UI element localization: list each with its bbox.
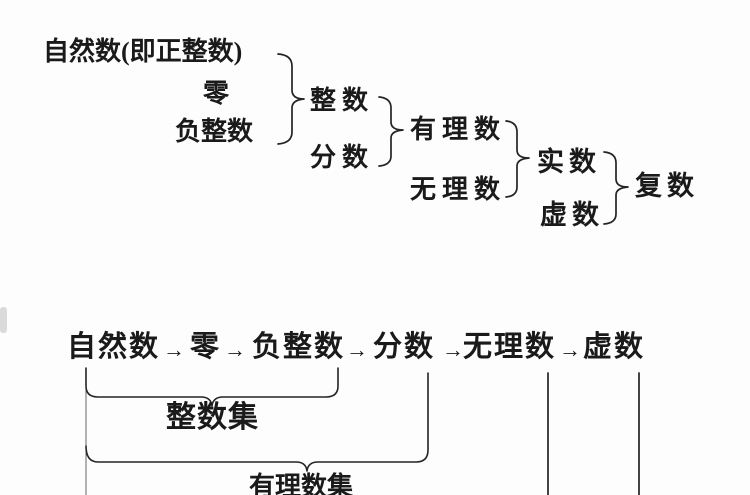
label-rational-set: 有理数集 <box>249 472 354 495</box>
label-fractions: 分数 <box>310 143 375 172</box>
chain-item-negative-integers: 负整数 <box>252 331 346 363</box>
label-natural-numbers: 自然数(即正整数) <box>43 37 243 66</box>
chain-item-irrational: 无理数 <box>463 331 557 363</box>
underbrace-rational-set-icon <box>85 372 429 472</box>
label-negative-integers: 负整数 <box>175 117 254 146</box>
underbrace-integer-set-icon <box>85 367 339 407</box>
brace-rational-icon <box>378 96 404 167</box>
label-complex-numbers: 复数 <box>635 171 699 201</box>
chain-item-zero: 零 <box>190 331 222 363</box>
brace-integers-icon <box>277 53 305 145</box>
label-irrational-numbers: 无理数 <box>410 175 507 204</box>
brace-complex-icon <box>603 151 629 225</box>
chain-item-fractions: 分数 <box>373 331 436 363</box>
brace-real-icon <box>505 120 530 198</box>
chain-arrow-icon: → <box>224 337 246 362</box>
chain-arrow-icon: → <box>346 337 368 362</box>
label-real-numbers: 实数 <box>537 147 601 177</box>
chain-arrow-icon: → <box>163 337 185 362</box>
chain-item-imaginary: 虚数 <box>583 331 646 363</box>
chain-item-natural: 自然数 <box>67 331 161 363</box>
label-integers: 整数 <box>310 86 375 115</box>
label-integer-set: 整数集 <box>166 401 259 434</box>
chain-arrow-icon: → <box>559 337 581 362</box>
label-rational-numbers: 有理数 <box>410 115 507 144</box>
label-imaginary-numbers: 虚数 <box>540 200 604 230</box>
scan-artifact <box>0 307 7 333</box>
chain-arrow-icon: → <box>442 337 464 362</box>
label-zero: 零 <box>203 79 230 108</box>
